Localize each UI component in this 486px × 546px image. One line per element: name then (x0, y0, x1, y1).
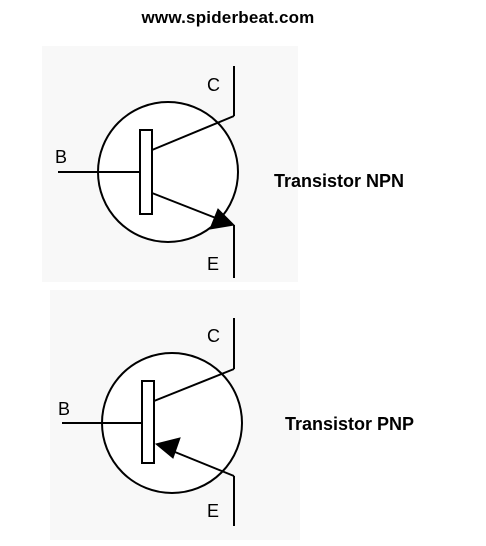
npn-emitter-terminal-label: E (207, 254, 219, 274)
npn-emitter-line (151, 192, 227, 223)
npn-base-terminal-label: B (55, 147, 67, 167)
pnp-symbol (62, 318, 243, 526)
npn-label: Transistor NPN (274, 171, 405, 191)
pnp-emitter-line (169, 449, 235, 477)
pnp-label: Transistor PNP (285, 414, 415, 434)
pnp-base-terminal-label: B (58, 399, 70, 419)
npn-symbol (58, 66, 239, 278)
site-title: www.spiderbeat.com (141, 8, 315, 27)
npn-collector-terminal-label: C (207, 75, 220, 95)
pnp-emitter-terminal-label: E (207, 501, 219, 521)
npn-emitter-arrow (209, 208, 236, 230)
pnp-base-bar (141, 380, 155, 464)
npn-base-bar (139, 129, 153, 215)
pnp-collector-line (153, 368, 235, 402)
pnp-emitter-arrow (154, 437, 181, 459)
pnp-collector-terminal-label: C (207, 326, 220, 346)
npn-collector-line (151, 115, 235, 151)
